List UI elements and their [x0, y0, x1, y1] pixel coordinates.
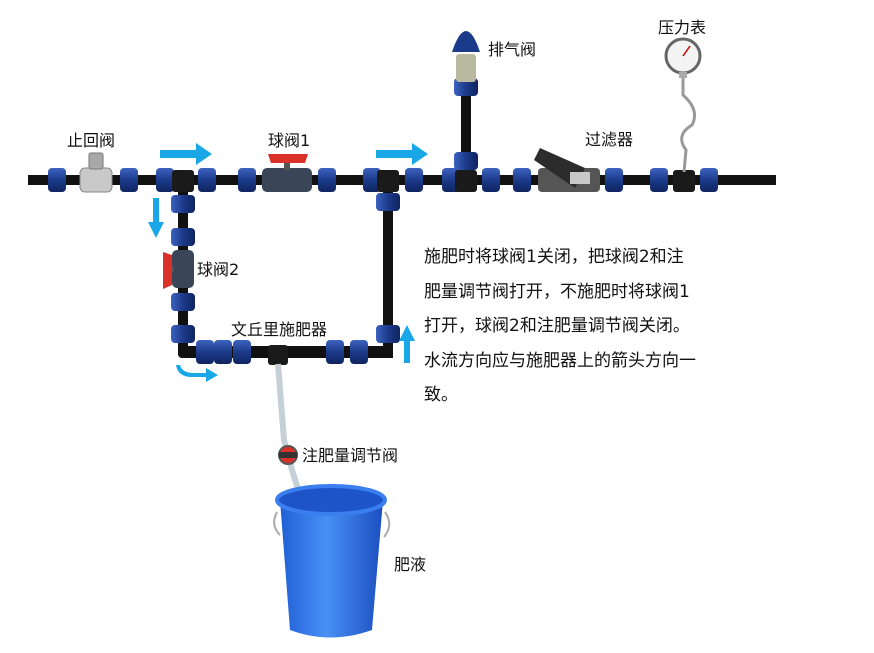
label-air-vent: 排气阀 — [488, 40, 536, 59]
arrow-right-icon — [376, 143, 428, 165]
tee-fittings — [172, 170, 695, 365]
dosing-valve[interactable] — [278, 445, 298, 465]
pressure-gauge — [664, 37, 702, 173]
ball-valve-1[interactable] — [262, 154, 312, 192]
filter — [534, 148, 600, 192]
vertical-couplings — [171, 78, 478, 343]
couplings — [48, 168, 718, 364]
check-valve — [79, 152, 113, 193]
air-vent-valve — [452, 31, 480, 82]
instruction-line: 施肥时将球阀1关闭，把球阀2和注 — [424, 247, 684, 267]
arrow-right-icon — [160, 143, 212, 165]
label-ball-valve-1: 球阀1 — [268, 131, 310, 150]
instruction-line: 打开，球阀2和注肥量调节阀关闭。 — [424, 316, 690, 336]
flow-arrows — [148, 143, 428, 382]
arrow-down-icon — [148, 198, 164, 238]
label-check-valve: 止回阀 — [67, 131, 115, 150]
label-dosing-valve: 注肥量调节阀 — [302, 446, 398, 465]
label-ball-valve-2: 球阀2 — [197, 260, 239, 279]
instruction-line: 水流方向应与施肥器上的箭头方向一 — [424, 350, 696, 371]
ball-valve-2[interactable] — [163, 250, 194, 289]
instruction-line: 肥量调节阀打开，不施肥时将球阀1 — [424, 281, 690, 302]
arrow-up-icon — [399, 325, 415, 363]
label-filter: 过滤器 — [585, 130, 633, 149]
fertilizer-bucket — [273, 484, 391, 638]
arrow-right-icon — [176, 365, 218, 382]
label-fertilizer-tank: 肥液 — [394, 555, 426, 574]
label-pressure-gauge: 压力表 — [658, 18, 706, 37]
instructions-text: 施肥时将球阀1关闭，把球阀2和注 肥量调节阀打开，不施肥时将球阀1 打开，球阀2… — [424, 240, 744, 413]
instruction-line: 致。 — [424, 385, 458, 405]
label-venturi: 文丘里施肥器 — [231, 320, 327, 339]
